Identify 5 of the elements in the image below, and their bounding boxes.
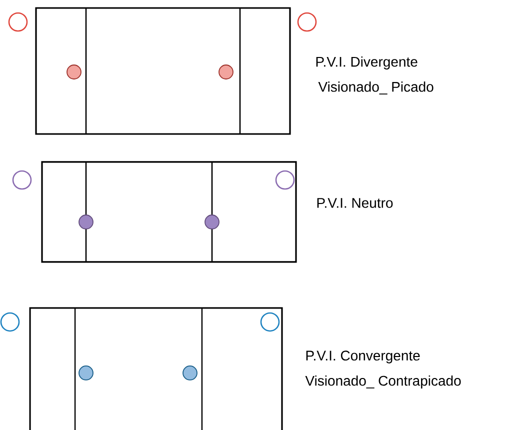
caption-text: P.V.I. Divergente [316,56,418,70]
caption-text: P.V.I. Neutro [317,198,393,208]
caption-text: Visionado_ Contrapicado [305,375,461,388]
caption-text: Visionado_ Picado [318,82,434,94]
caption-text: P.V.I. Convergente [306,350,420,364]
